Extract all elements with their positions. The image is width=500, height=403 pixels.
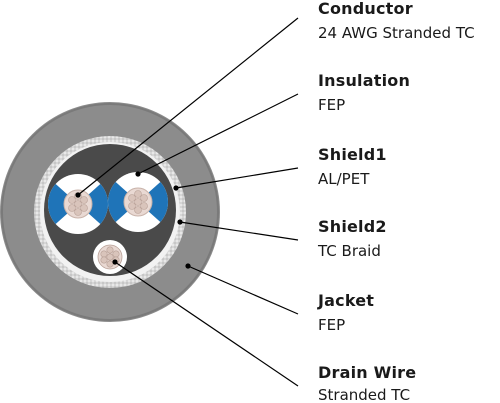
- label-jacket-sub: FEP: [318, 316, 345, 334]
- label-shield2-sub: TC Braid: [317, 242, 381, 260]
- leader-insulation: [137, 93, 299, 175]
- label-drain-sub: Stranded TC: [318, 386, 410, 403]
- point-drain: [112, 259, 118, 265]
- leader-points: [75, 171, 191, 269]
- drain-wire: [93, 240, 127, 274]
- point-insulation: [135, 171, 141, 177]
- leader-conductor: [77, 17, 299, 196]
- point-shield1: [173, 185, 179, 191]
- leader-shield1: [175, 167, 299, 189]
- labels: Conductor 24 AWG Stranded TC Insulation …: [317, 0, 475, 403]
- jacket-rim: [1, 103, 219, 321]
- leader-shield2: [179, 221, 299, 241]
- label-insulation-sub: FEP: [318, 96, 345, 114]
- label-insulation-title: Insulation: [318, 71, 410, 90]
- label-shield1-sub: AL/PET: [318, 170, 370, 188]
- leader-lines: [77, 17, 299, 387]
- label-shield2-title: Shield2: [318, 217, 387, 236]
- label-drain-title: Drain Wire: [318, 363, 416, 382]
- label-conductor-title: Conductor: [318, 0, 413, 18]
- label-jacket-title: Jacket: [317, 291, 374, 310]
- leader-jacket: [187, 265, 299, 315]
- leader-drain: [114, 261, 299, 387]
- label-shield1-title: Shield1: [318, 145, 387, 164]
- point-conductor: [75, 192, 81, 198]
- label-conductor-sub: 24 AWG Stranded TC: [318, 24, 475, 42]
- point-shield2: [177, 219, 183, 225]
- point-jacket: [185, 263, 191, 269]
